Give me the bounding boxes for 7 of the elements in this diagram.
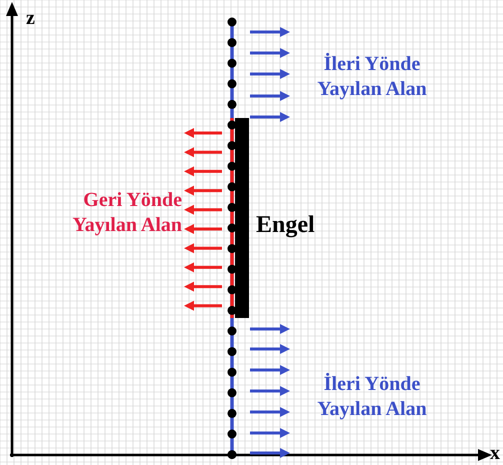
region-label: İleri Yönde Yayılan Alan — [316, 52, 428, 102]
region-label: Geri Yönde Yayılan Alan — [72, 188, 182, 238]
obstacle-label: Engel — [256, 211, 316, 240]
axis-label: z — [26, 6, 36, 31]
obstacle-bar — [235, 118, 249, 318]
axis-label: x — [490, 441, 501, 465]
region-label: İleri Yönde Yayılan Alan — [316, 372, 428, 422]
